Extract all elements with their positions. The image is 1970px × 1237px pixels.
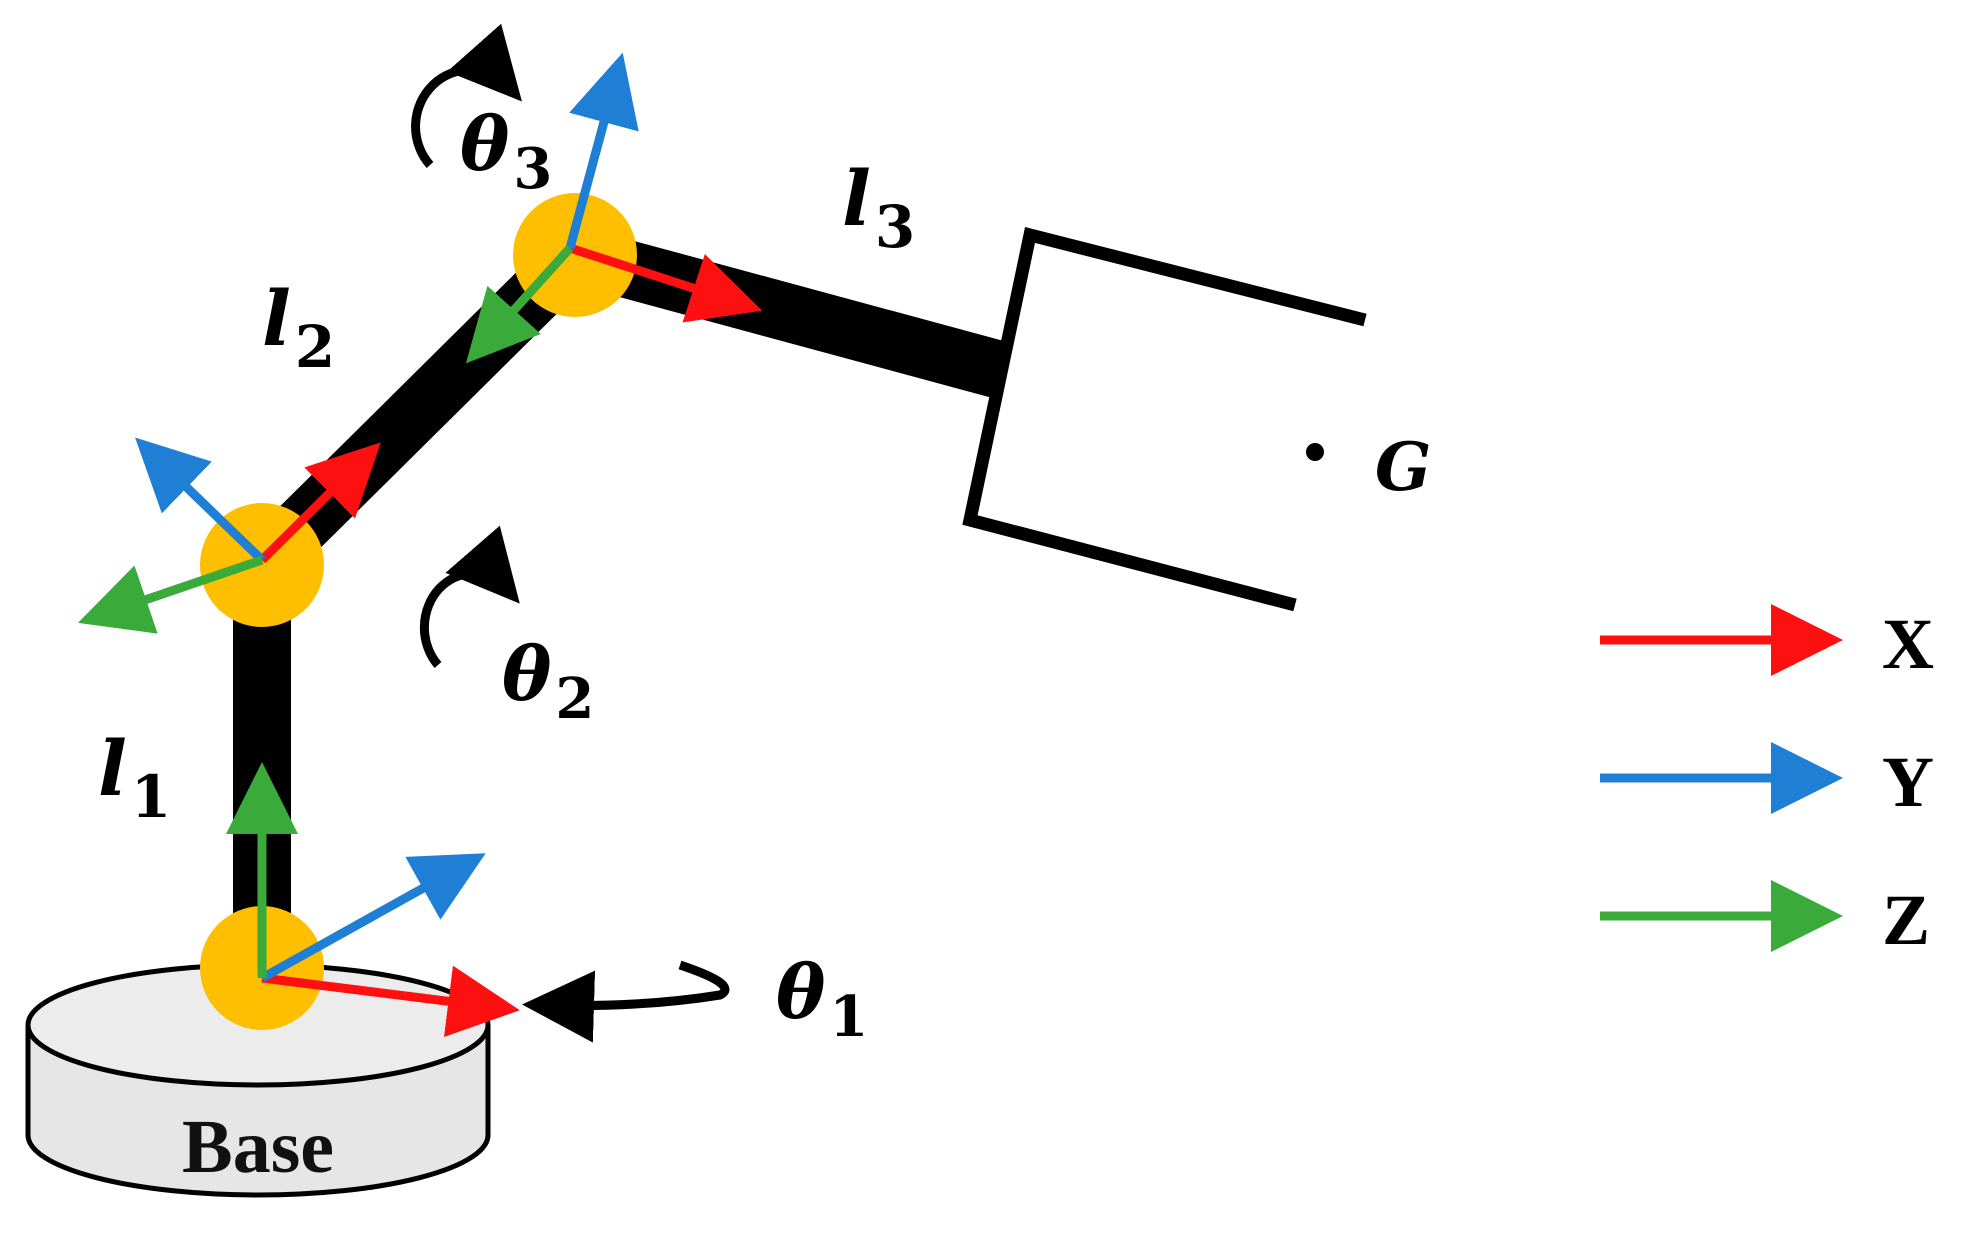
legend-label-z: Z xyxy=(1882,880,1930,960)
theta-3-rotation-arrow xyxy=(411,23,522,168)
frame-3-x-axis xyxy=(568,243,763,323)
frame-2-z-axis xyxy=(77,555,264,634)
goal-point: G xyxy=(1306,428,1431,506)
joint-3 xyxy=(513,193,637,317)
link-length-labels: l1 l2 l3 xyxy=(98,154,915,831)
l-2-label: l2 xyxy=(262,274,335,381)
frame-2-axes xyxy=(77,437,381,634)
frame-1-x-axis xyxy=(261,965,520,1038)
legend-label-x: X xyxy=(1882,604,1934,684)
frame-1-y-axis xyxy=(259,853,486,982)
arm-links xyxy=(233,227,1008,968)
l-1-label: l1 xyxy=(98,724,171,831)
frame-3-axes xyxy=(465,52,763,364)
goal-label: G xyxy=(1375,428,1431,506)
theta-2-rotation-arrow xyxy=(419,525,520,668)
frame-3-y-axis xyxy=(565,52,639,250)
legend-item-z: Z xyxy=(1600,880,1930,960)
theta-3-label: θ3 xyxy=(460,102,552,202)
frame-3-z-axis xyxy=(465,244,574,364)
axis-legend: X Y Z xyxy=(1600,604,1934,960)
base-label: Base xyxy=(182,1105,334,1189)
legend-label-y: Y xyxy=(1882,742,1934,822)
joint-angle-labels: θ1 θ2 θ3 xyxy=(460,102,868,1050)
rotation-arrows xyxy=(411,23,730,1043)
frame-1-axes xyxy=(226,762,520,1038)
theta-1-rotation-arrow xyxy=(522,960,730,1043)
frame-2-x-axis xyxy=(258,442,381,564)
frame-2-y-axis xyxy=(135,437,266,564)
legend-item-x: X xyxy=(1600,604,1934,684)
gripper xyxy=(962,227,1367,612)
theta-2-label: θ2 xyxy=(502,632,594,732)
theta-1-label: θ1 xyxy=(776,950,868,1050)
legend-item-y: Y xyxy=(1600,742,1934,822)
l-3-label: l3 xyxy=(842,154,915,261)
